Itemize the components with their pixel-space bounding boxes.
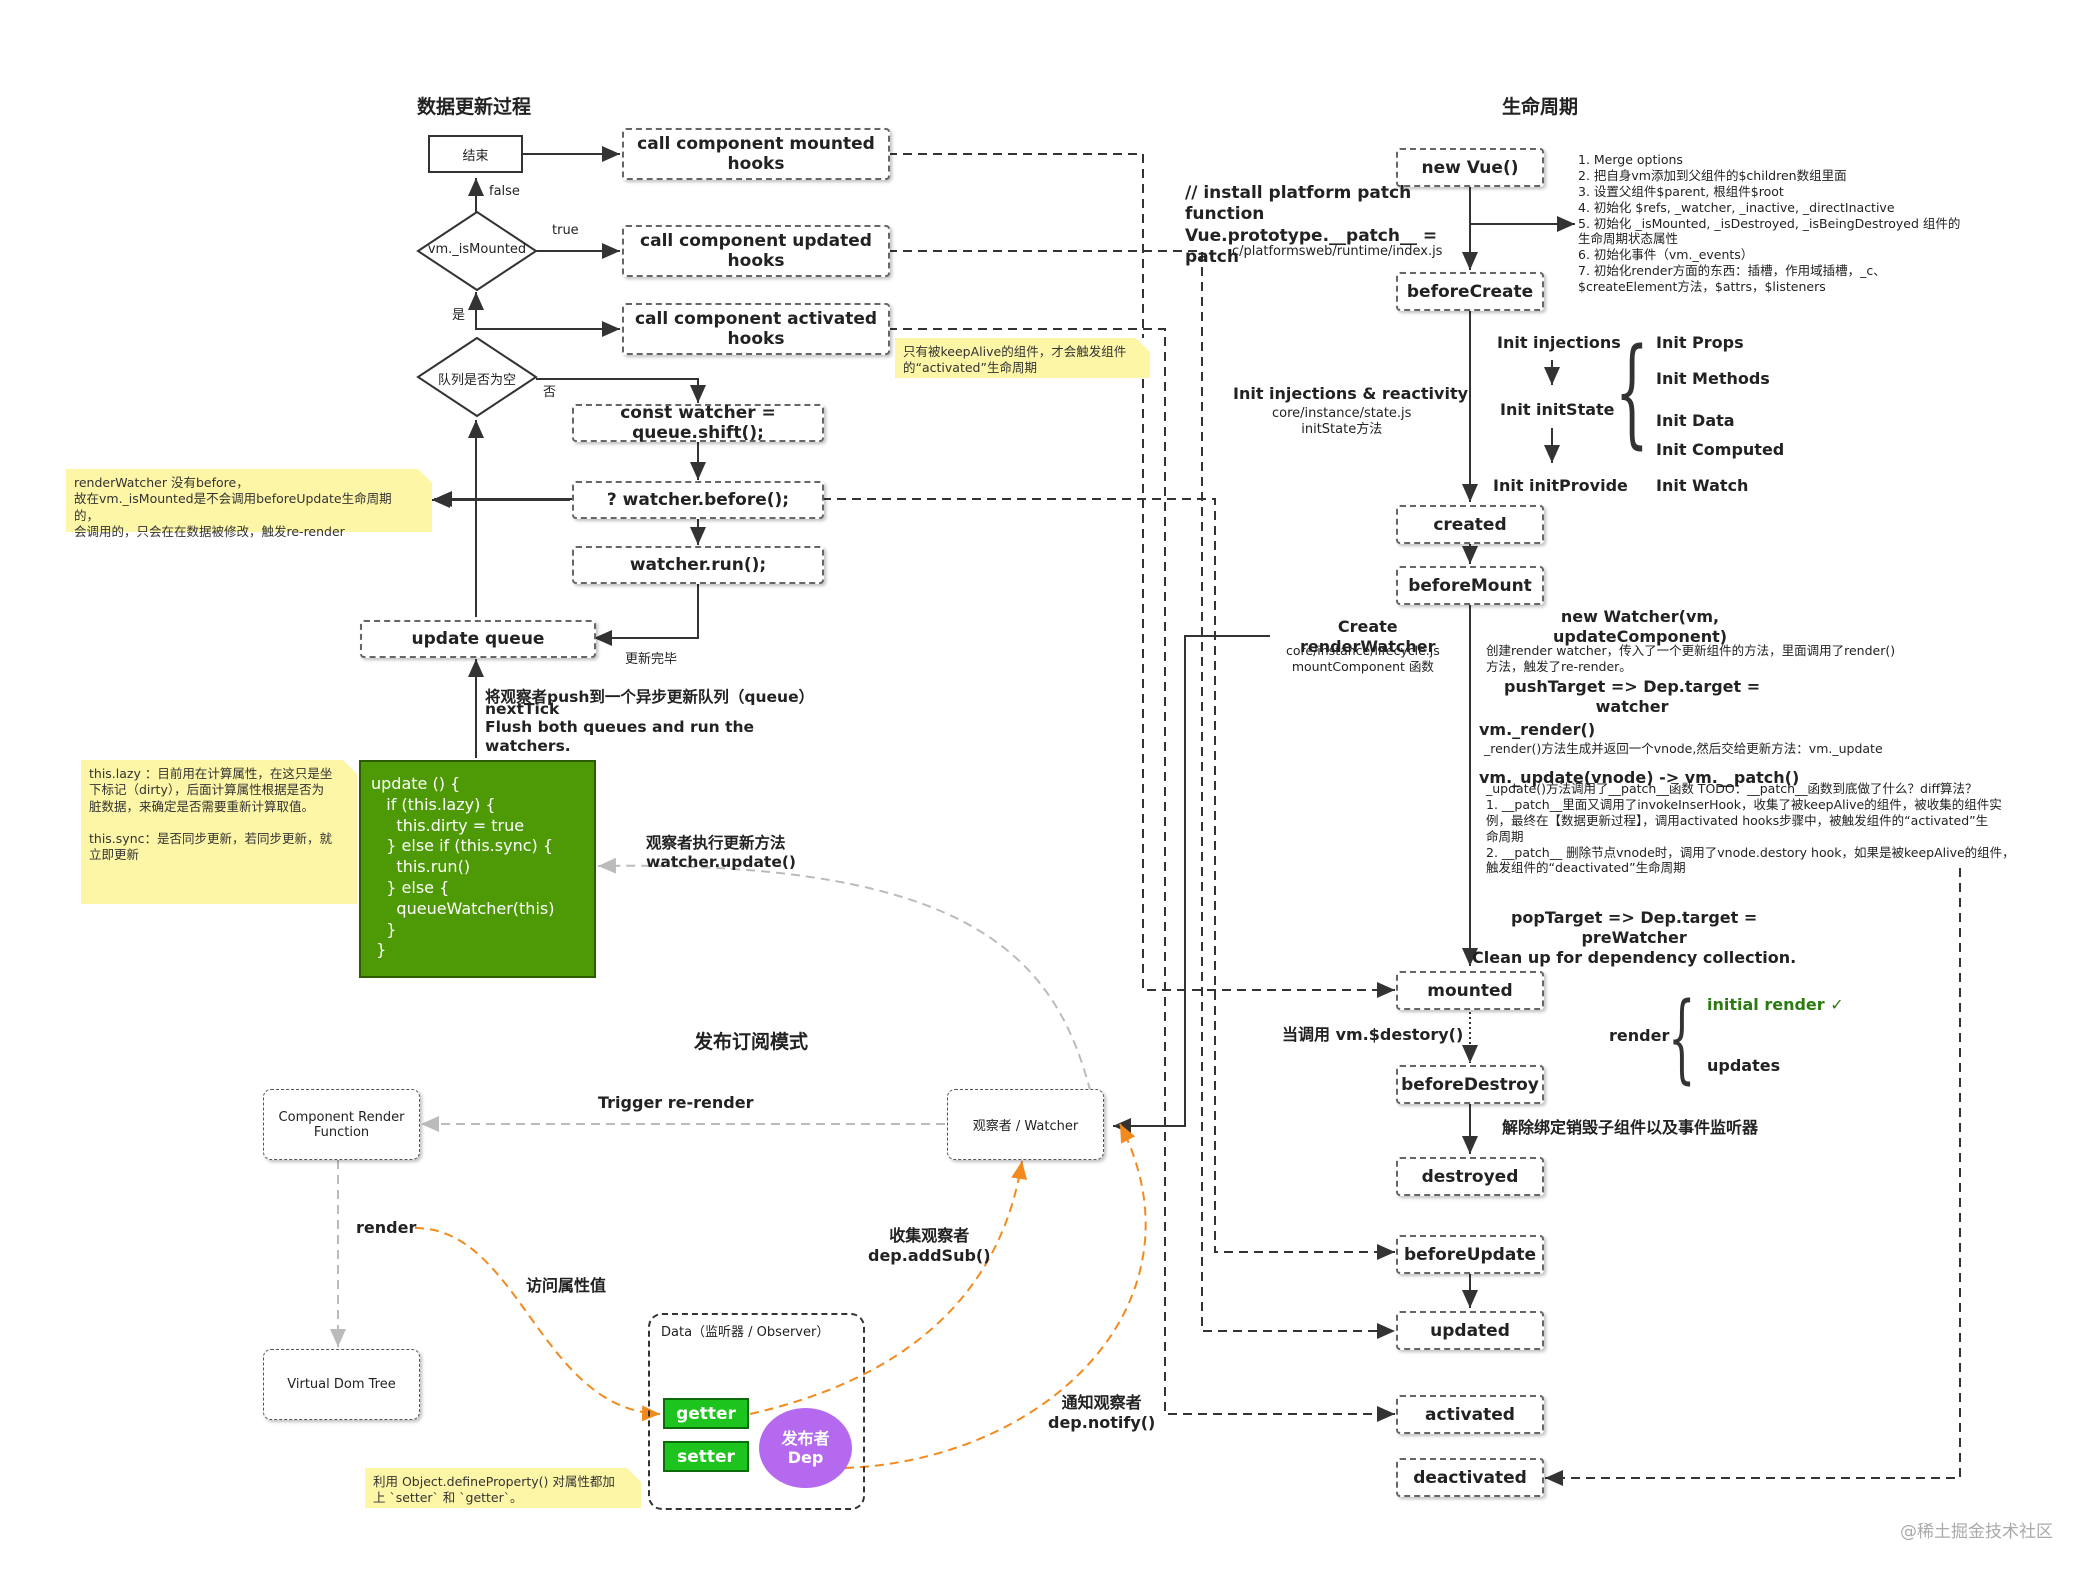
trigger-rerender: Trigger re-render (598, 1093, 754, 1112)
watcher-before-box: ? watcher.before(); (572, 481, 824, 519)
label-false: false (489, 184, 520, 199)
access-property: 访问属性值 (526, 1276, 607, 1295)
initial-render: initial render ✓ (1707, 995, 1844, 1014)
notify-watcher: 通知观察者 dep.notify() (1048, 1393, 1156, 1432)
push-queue-text: 将观察者push到一个异步更新队列（queue） (485, 688, 815, 706)
dep-publisher: 发布者 Dep (759, 1408, 852, 1488)
create-render-watcher-sub: core/instance/lifecycle.js mountComponen… (1286, 643, 1440, 674)
init-data: Init Data (1656, 411, 1735, 430)
note-lazy-sync: this.lazy ：目前用在计算属性，在这只是坐 下标记（dirty），后面计… (81, 760, 357, 904)
init-state: Init initState (1500, 400, 1615, 419)
destroy-call: 当调用 vm.$destory() (1282, 1025, 1464, 1044)
new-watcher-desc: 创建render watcher，传入了一个更新组件的方法，里面调用了rende… (1486, 643, 1896, 674)
is-mounted-diamond (416, 210, 538, 292)
init-computed: Init Computed (1656, 440, 1785, 459)
update-queue-box: update queue (360, 620, 596, 658)
render-brace: { (1668, 982, 1696, 1094)
queue-empty-diamond (416, 336, 538, 418)
init-state-brace: { (1615, 322, 1649, 460)
vm-update: vm._update(vnode) -> vm.__patch() (1479, 768, 1800, 787)
init-reactivity-title: Init injections & reactivity (1233, 384, 1469, 403)
new-vue-notes: 1. Merge options 2. 把自身vm添加到父组件的$childre… (1578, 152, 1961, 294)
init-methods: Init Methods (1656, 369, 1770, 388)
label-done: 更新完毕 (625, 652, 678, 667)
mounted-hooks-box: call component mounted hooks (622, 128, 890, 180)
data-observer-label: Data（监听器 / Observer） (661, 1325, 830, 1340)
lifecycle-mounted: mounted (1396, 971, 1544, 1010)
getter-pill: getter (663, 1398, 749, 1429)
data-observer-box (648, 1313, 865, 1510)
section-title-data-update: 数据更新过程 (417, 96, 532, 118)
push-target: pushTarget => Dep.target = watcher (1504, 677, 1761, 716)
render-label: render (1609, 1026, 1670, 1045)
updates-label: updates (1707, 1056, 1781, 1075)
lifecycle-updated: updated (1396, 1311, 1544, 1350)
component-render-function: Component Render Function (263, 1089, 420, 1160)
lifecycle-destroyed: destroyed (1396, 1157, 1544, 1196)
init-injections: Init injections (1497, 333, 1621, 352)
note-keepalive: 只有被keepAlive的组件，才会触发组件 的“activated”生命周期 (895, 338, 1150, 378)
install-patch-path: c/platformsweb/runtime/index.js (1232, 244, 1443, 259)
label-no: 否 (543, 385, 557, 400)
note-define-property: 利用 Object.defineProperty() 对属性都加 上 `sett… (365, 1468, 641, 1508)
init-watch: Init Watch (1656, 476, 1749, 495)
lifecycle-new-vue: new Vue() (1396, 148, 1544, 187)
render-text: render (356, 1218, 417, 1237)
vm-render: vm._render() (1479, 720, 1596, 739)
lifecycle-activated: activated (1396, 1395, 1544, 1434)
lifecycle-before-update: beforeUpdate (1396, 1235, 1544, 1274)
lifecycle-created: created (1396, 505, 1544, 544)
lifecycle-before-mount: beforeMount (1396, 566, 1544, 605)
queue-empty-label: 队列是否为空 (437, 373, 516, 388)
create-render-watcher: Create renderWatcher (1300, 617, 1436, 656)
vm-render-desc: _render()方法生成并返回一个vnode,然后交给更新方法：vm._upd… (1484, 741, 1883, 756)
watermark: @稀土掘金技术社区 (1900, 1522, 2053, 1542)
lifecycle-before-create: beforeCreate (1396, 272, 1544, 311)
collect-watcher: 收集观察者 dep.addSub() (868, 1226, 991, 1265)
note-render-watcher: renderWatcher 没有before， 故在vm._isMounted是… (66, 469, 432, 539)
section-title-pubsub: 发布订阅模式 (694, 1031, 809, 1053)
watcher-run-box: watcher.run(); (572, 546, 824, 584)
init-provide: Init initProvide (1493, 476, 1628, 495)
new-watcher: new Watcher(vm, updateComponent) (1553, 607, 1728, 646)
exec-update-text: 观察者执行更新方法 watcher.update() (646, 834, 797, 872)
update-code-block: update () { if (this.lazy) { this.dirty … (359, 760, 596, 978)
init-props: Init Props (1656, 333, 1744, 352)
lifecycle-deactivated: deactivated (1396, 1458, 1544, 1497)
queue-shift-box: const watcher = queue.shift(); (572, 403, 824, 443)
activated-hooks-box: call component activated hooks (622, 303, 890, 355)
label-yes: 是 (452, 308, 466, 323)
is-mounted-label: vm._isMounted (427, 242, 527, 257)
vm-update-desc: _update()方法调用了__patch__函数 TODO：__patch__… (1486, 781, 2015, 876)
virtual-dom-tree: Virtual Dom Tree (263, 1349, 420, 1420)
install-patch-text: // install platform patch function Vue.p… (1185, 183, 1438, 267)
watcher-box: 观察者 / Watcher (947, 1089, 1104, 1160)
next-tick-text: nextTick (485, 700, 560, 718)
lifecycle-before-destroy: beforeDestroy (1396, 1065, 1544, 1104)
init-reactivity-sub: core/instance/state.js initState方法 (1272, 406, 1412, 438)
flush-queues-text: Flush both queues and run the watchers. (485, 718, 755, 756)
setter-pill: setter (663, 1441, 749, 1472)
pop-target: popTarget => Dep.target = preWatcher Cle… (1472, 908, 1797, 967)
unbind-text: 解除绑定销毁子组件以及事件监听器 (1502, 1118, 1759, 1137)
updated-hooks-box: call component updated hooks (622, 225, 890, 277)
label-true: true (552, 223, 579, 238)
end-box: 结束 (428, 135, 523, 173)
section-title-lifecycle: 生命周期 (1502, 96, 1579, 118)
